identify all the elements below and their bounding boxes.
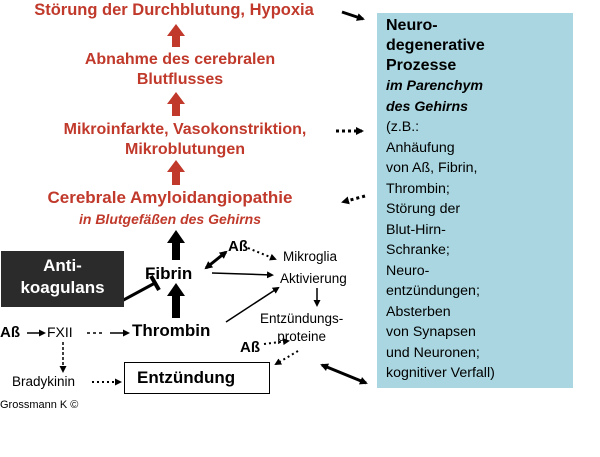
cascade-caa-sub: in Blutgefäßen des Gehirns bbox=[78, 211, 262, 227]
panel-body-0: (z.B.: bbox=[386, 119, 420, 135]
arrow-fibrin-abeta bbox=[204, 250, 228, 270]
panel-title-1: Neuro- bbox=[386, 17, 438, 34]
entzuendung-box bbox=[124, 362, 270, 394]
neurodegeneration-panel: Neuro- degenerative Prozesse im Parenchy… bbox=[377, 13, 573, 388]
red-arrow-2 bbox=[167, 92, 185, 116]
cascade-micro-line2: Mikroblutungen bbox=[125, 141, 245, 158]
node-fxii: FXII bbox=[47, 324, 73, 340]
panel-body-9: Absterben bbox=[386, 303, 451, 320]
panel-body-8: entzündungen; bbox=[386, 283, 480, 299]
node-bradykinin: Bradykinin bbox=[12, 374, 76, 389]
arrow-entzuendung-panel bbox=[320, 363, 368, 385]
cascade-cbf: Abnahme des cerebralen Blutflusses bbox=[60, 50, 300, 90]
panel-title-2: degenerative bbox=[386, 37, 485, 54]
panel-body-7: Neuro- bbox=[386, 262, 430, 279]
panel-body-6: Schranke; bbox=[386, 242, 450, 258]
arrow-thrombin-fibrin bbox=[211, 332, 243, 353]
node-abeta-top: Aß bbox=[228, 238, 248, 255]
entzprot-line1: Entzündungs- bbox=[260, 311, 344, 326]
node-entzuendung: Entzündung bbox=[137, 368, 236, 387]
node-mikroglia: Mikroglia bbox=[283, 249, 338, 264]
antikoagulans-box: Anti- koagulans bbox=[1, 251, 124, 307]
red-up-arrows bbox=[167, 24, 185, 185]
dotted-abeta-mikroglia bbox=[247, 247, 277, 261]
red-arrow-3 bbox=[167, 160, 185, 185]
node-entzuendungsproteine: Entzündungs- proteine bbox=[260, 310, 343, 346]
red-arrow-1 bbox=[167, 24, 185, 47]
dotted-arrow-panel-to-caa bbox=[341, 194, 366, 205]
arrow-thrombin-aktivierung bbox=[225, 286, 280, 323]
cascade-micro-line1: Mikroinfarkte, Vasokonstriktion, bbox=[63, 121, 307, 138]
panel-body-4: Störung der bbox=[386, 201, 461, 217]
cascade-cbf-line1: Abnahme des cerebralen bbox=[84, 51, 276, 68]
credit: Grossmann K © bbox=[0, 399, 79, 411]
panel-sub-2: des Gehirns bbox=[386, 98, 469, 115]
cascade-cbf-line2: Blutflusses bbox=[136, 71, 224, 88]
panel-title-3: Prozesse bbox=[386, 57, 457, 74]
cascade-caa: Cerebrale Amyloidangiopathie bbox=[47, 188, 293, 207]
inhibit-line bbox=[117, 281, 156, 305]
node-abeta-mid: Aß bbox=[240, 339, 260, 356]
entzprot-line2: proteine bbox=[277, 329, 327, 344]
node-abeta-left: Aß bbox=[0, 324, 20, 341]
panel-body-10: von Synapsen bbox=[386, 324, 476, 340]
dotted-entzprot-entzuendung bbox=[274, 350, 299, 366]
black-up-arrows bbox=[167, 230, 185, 318]
node-aktivierung: Aktivierung bbox=[280, 271, 347, 286]
panel-sub-1: im Parenchym bbox=[386, 78, 483, 94]
cascade-top: Störung der Durchblutung, Hypoxia bbox=[34, 1, 314, 19]
antikoagulans-line2: koagulans bbox=[20, 278, 105, 297]
panel-body-1: Anhäufung bbox=[386, 139, 455, 156]
arrow-fibrin-aktivierung bbox=[211, 271, 274, 279]
dotted-abeta-entzprot bbox=[263, 338, 290, 346]
node-thrombin: Thrombin bbox=[132, 321, 211, 340]
arrow-top-to-panel bbox=[341, 10, 365, 21]
panel-body-5: Blut-Hirn- bbox=[386, 221, 446, 238]
antikoagulans-line1: Anti- bbox=[43, 256, 82, 275]
inhibit-bar bbox=[149, 275, 161, 291]
panel-body-12: kognitiver Verfall) bbox=[386, 365, 495, 381]
node-fibrin: Fibrin bbox=[145, 264, 193, 283]
panel-body-2: von Aß, Fibrin, bbox=[386, 160, 478, 176]
panel-body-3: Thrombin; bbox=[386, 180, 450, 197]
cascade-micro: Mikroinfarkte, Vasokonstriktion, Mikrobl… bbox=[40, 120, 330, 160]
panel-body-11: und Neuronen; bbox=[386, 344, 480, 361]
